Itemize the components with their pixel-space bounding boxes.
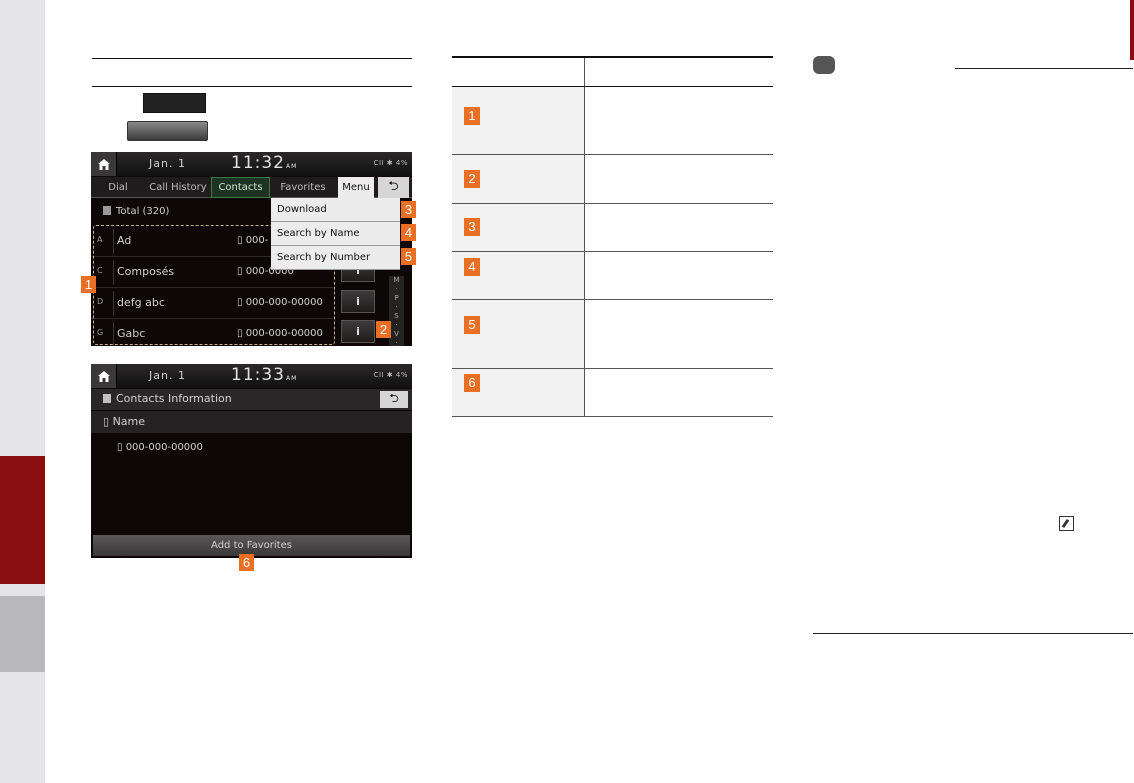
- contact-row[interactable]: G Gabc ▯ 000-000-00000: [91, 319, 333, 346]
- callout-3: 3: [401, 201, 416, 218]
- index-letter: C: [97, 266, 103, 275]
- add-to-favorites-button[interactable]: Add to Favorites: [93, 535, 410, 556]
- contact-phone: ▯ 000-: [237, 235, 269, 246]
- row-number-badge: 1: [464, 106, 480, 125]
- contact-row[interactable]: A Ad ▯ 000-: [91, 226, 333, 257]
- table-header-row: [452, 56, 773, 87]
- back-arrow-icon[interactable]: ⮌: [380, 391, 408, 408]
- contacts-total: Total (320): [103, 206, 169, 217]
- back-arrow-icon[interactable]: ⮌: [378, 177, 409, 198]
- status-bar: Jan. 1 11:33AM CII ✱ 4%: [91, 364, 412, 388]
- table-row: 4: [452, 251, 773, 300]
- home-icon: [97, 158, 110, 170]
- row-number-badge: 4: [464, 257, 480, 276]
- contact-card-icon: [103, 394, 111, 403]
- contact-name: Ad: [117, 234, 132, 247]
- contact-phone: ▯ 000-0000: [237, 266, 294, 277]
- time-display: 11:32AM: [231, 153, 298, 173]
- menu-button[interactable]: Menu: [338, 177, 374, 198]
- phone-tabs: Dial Call History Contacts Favorites Men…: [91, 177, 412, 198]
- contacts-information-screen: Jan. 1 11:33AM CII ✱ 4% Contacts Informa…: [91, 364, 412, 558]
- date-display: Jan. 1: [149, 157, 186, 170]
- callout-5: 5: [401, 248, 416, 265]
- time-display: 11:33AM: [231, 365, 298, 385]
- contact-phone: ▯ 000-000-00000: [237, 297, 323, 308]
- contact-name-row: ▯ Name: [91, 411, 412, 433]
- home-button[interactable]: [91, 364, 117, 388]
- callout-4: 4: [401, 224, 416, 241]
- contact-name: Composés: [117, 265, 175, 278]
- index-letter: D: [97, 297, 104, 306]
- row-number-badge: 2: [464, 169, 480, 188]
- menu-item-download[interactable]: Download: [271, 198, 400, 222]
- note-marker: [813, 56, 835, 74]
- status-bar: Jan. 1 11:32AM CII ✱ 4%: [91, 152, 412, 176]
- table-row: 2: [452, 154, 773, 204]
- callout-2: 2: [376, 321, 391, 338]
- info-button[interactable]: i: [341, 290, 375, 313]
- row-divider: [113, 229, 114, 254]
- table-row: 3: [452, 203, 773, 252]
- corner-marker: [1130, 0, 1134, 60]
- row-divider: [113, 322, 114, 346]
- contact-phone[interactable]: ▯ 000-000-00000: [117, 442, 203, 453]
- home-icon: [97, 370, 110, 382]
- row-number-badge: 3: [464, 217, 480, 236]
- index-letter: A: [97, 235, 103, 244]
- info-button[interactable]: i: [341, 320, 375, 343]
- contact-name: Gabc: [117, 327, 146, 340]
- home-button[interactable]: [91, 152, 117, 176]
- menu-key-graphic: [127, 121, 208, 141]
- note-rule-bottom: [813, 633, 1133, 634]
- section-tab: [0, 596, 45, 672]
- menu-item-search-by-number[interactable]: Search by Number: [271, 246, 400, 270]
- date-display: Jan. 1: [149, 369, 186, 382]
- legend-table: 1 2 3 4 5 6: [452, 56, 773, 417]
- row-divider: [113, 260, 114, 285]
- table-row: 5: [452, 299, 773, 369]
- row-number-badge: 6: [464, 373, 480, 392]
- alphabet-index[interactable]: M · P · S · V · #: [389, 276, 404, 346]
- contact-name: defg abc: [117, 296, 165, 309]
- tab-favorites[interactable]: Favorites: [280, 182, 326, 193]
- contact-row[interactable]: D defg abc ▯ 000-000-00000: [91, 288, 333, 319]
- screen-title: Contacts Information: [103, 392, 232, 405]
- contact-row[interactable]: C Composés ▯ 000-0000: [91, 257, 333, 288]
- tab-contacts[interactable]: Contacts: [211, 177, 270, 198]
- menu-dropdown: Download Search by Name Search by Number: [271, 198, 400, 270]
- menu-item-search-by-name[interactable]: Search by Name: [271, 222, 400, 246]
- callout-6: 6: [239, 554, 254, 571]
- row-divider: [113, 291, 114, 316]
- index-letter: G: [97, 328, 104, 337]
- section-tab-active: [0, 456, 45, 584]
- edit-icon: [1059, 516, 1074, 531]
- status-icons: CII ✱ 4%: [373, 159, 408, 167]
- hard-key-graphic: [143, 93, 206, 113]
- callout-1: 1: [81, 276, 96, 293]
- row-number-badge: 5: [464, 315, 480, 334]
- contacts-icon: [103, 206, 111, 215]
- tab-dial[interactable]: Dial: [108, 182, 128, 193]
- heading-rule-bottom: [92, 86, 412, 87]
- contacts-screen: Jan. 1 11:32AM CII ✱ 4% Dial Call Histor…: [91, 152, 412, 346]
- note-rule-top: [955, 68, 1133, 69]
- table-row: 6: [452, 368, 773, 417]
- contact-phone: ▯ 000-000-00000: [237, 328, 323, 339]
- heading-rule-top: [92, 58, 412, 59]
- status-icons: CII ✱ 4%: [373, 371, 408, 379]
- contact-name: ▯ Name: [103, 415, 146, 428]
- tab-call-history[interactable]: Call History: [149, 182, 207, 193]
- table-row: 1: [452, 86, 773, 155]
- contacts-information-header: Contacts Information ⮌: [91, 389, 412, 410]
